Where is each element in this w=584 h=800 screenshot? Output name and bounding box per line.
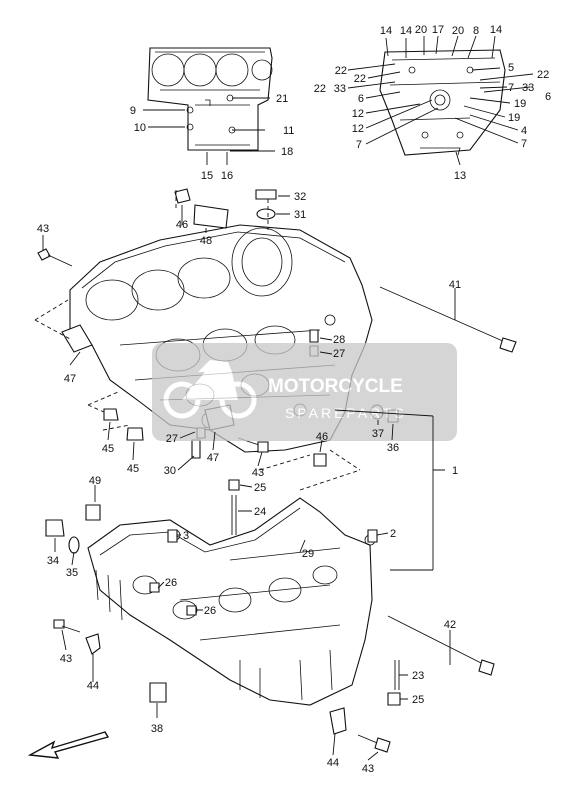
callout-38: 38	[151, 723, 163, 735]
callout-37: 37	[372, 428, 384, 440]
callout-22-a: 22	[335, 65, 347, 77]
callout-19-b: 19	[508, 112, 520, 124]
callout-4: 4	[521, 125, 527, 137]
arrow-front-icon	[27, 731, 110, 759]
callout-6-b: 6	[545, 91, 551, 103]
callout-25-a: 25	[254, 482, 266, 494]
callout-43-b: 43	[252, 467, 264, 479]
callout-labels: 9 10 21 11 18 15 16 14 14 20 17 20 8 14 …	[37, 24, 551, 775]
callout-19-a: 19	[514, 98, 526, 110]
callout-15: 15	[201, 170, 213, 182]
watermark: MOTORCYCLE SPAREPARTS	[152, 343, 457, 441]
callout-26-a: 26	[165, 577, 177, 589]
leader-lines	[34, 35, 534, 761]
callout-22-c: 22	[314, 83, 326, 95]
callout-21: 21	[276, 93, 288, 105]
callout-44-a: 44	[87, 680, 99, 692]
callout-49: 49	[89, 475, 101, 487]
callout-27-b: 27	[166, 433, 178, 445]
callout-14-c: 14	[490, 24, 502, 36]
callout-29: 29	[302, 548, 314, 560]
callout-48: 48	[200, 235, 212, 247]
lower-crankcase	[87, 497, 376, 706]
callout-46-a: 46	[176, 219, 188, 231]
callout-3: 3	[183, 530, 189, 542]
callout-28: 28	[333, 334, 345, 346]
callout-46-b: 46	[316, 431, 328, 443]
callout-47-a: 47	[64, 373, 76, 385]
callout-35: 35	[66, 567, 78, 579]
callout-31: 31	[294, 209, 306, 221]
callout-17: 17	[432, 24, 444, 36]
callout-41: 41	[449, 279, 461, 291]
callout-25-b: 25	[412, 694, 424, 706]
callout-23: 23	[412, 670, 424, 682]
callout-45-a: 45	[102, 443, 114, 455]
callout-45-b: 45	[127, 463, 139, 475]
callout-7-b: 7	[508, 82, 514, 94]
callout-9: 9	[130, 105, 136, 117]
callout-26-b: 26	[204, 605, 216, 617]
callout-43-a: 43	[37, 223, 49, 235]
callout-43-c: 43	[60, 653, 72, 665]
callout-43-d: 43	[362, 763, 374, 775]
callout-30: 30	[164, 465, 176, 477]
callout-12-b: 12	[352, 123, 364, 135]
callout-20-b: 20	[452, 25, 464, 37]
callout-33-a: 33	[334, 83, 346, 95]
callout-11: 11	[283, 125, 294, 137]
callout-14-b: 14	[400, 25, 412, 37]
callout-34: 34	[47, 555, 59, 567]
callout-22-b: 22	[354, 73, 366, 85]
callout-32: 32	[294, 191, 306, 203]
callout-6-a: 6	[358, 93, 364, 105]
callout-18: 18	[281, 146, 293, 158]
callout-47-b: 47	[207, 452, 219, 464]
callout-7-a: 7	[356, 139, 362, 151]
watermark-subtitle: SPAREPARTS	[285, 405, 407, 421]
callout-12-a: 12	[352, 108, 364, 120]
callout-1: 1	[452, 465, 458, 477]
callout-14-a: 14	[380, 25, 392, 37]
callout-22-d: 22	[537, 69, 549, 81]
callout-16: 16	[221, 170, 233, 182]
callout-24: 24	[254, 506, 266, 518]
bottom-view-inset	[379, 49, 506, 156]
callout-42: 42	[444, 619, 456, 631]
callout-2: 2	[390, 528, 396, 540]
callout-44-b: 44	[327, 757, 339, 769]
callout-33-b: 33	[522, 82, 534, 94]
motorcycle-logo-icon	[163, 360, 257, 419]
callout-36: 36	[387, 442, 399, 454]
top-view-inset	[147, 47, 273, 151]
callout-10: 10	[134, 122, 146, 134]
callout-8: 8	[473, 25, 479, 37]
callout-20-a: 20	[415, 24, 427, 36]
callout-7-c: 7	[521, 138, 527, 150]
callout-27-a: 27	[333, 348, 345, 360]
watermark-title: MOTORCYCLE	[268, 376, 403, 397]
callout-5-a: 5	[508, 62, 514, 74]
callout-13: 13	[454, 170, 466, 182]
